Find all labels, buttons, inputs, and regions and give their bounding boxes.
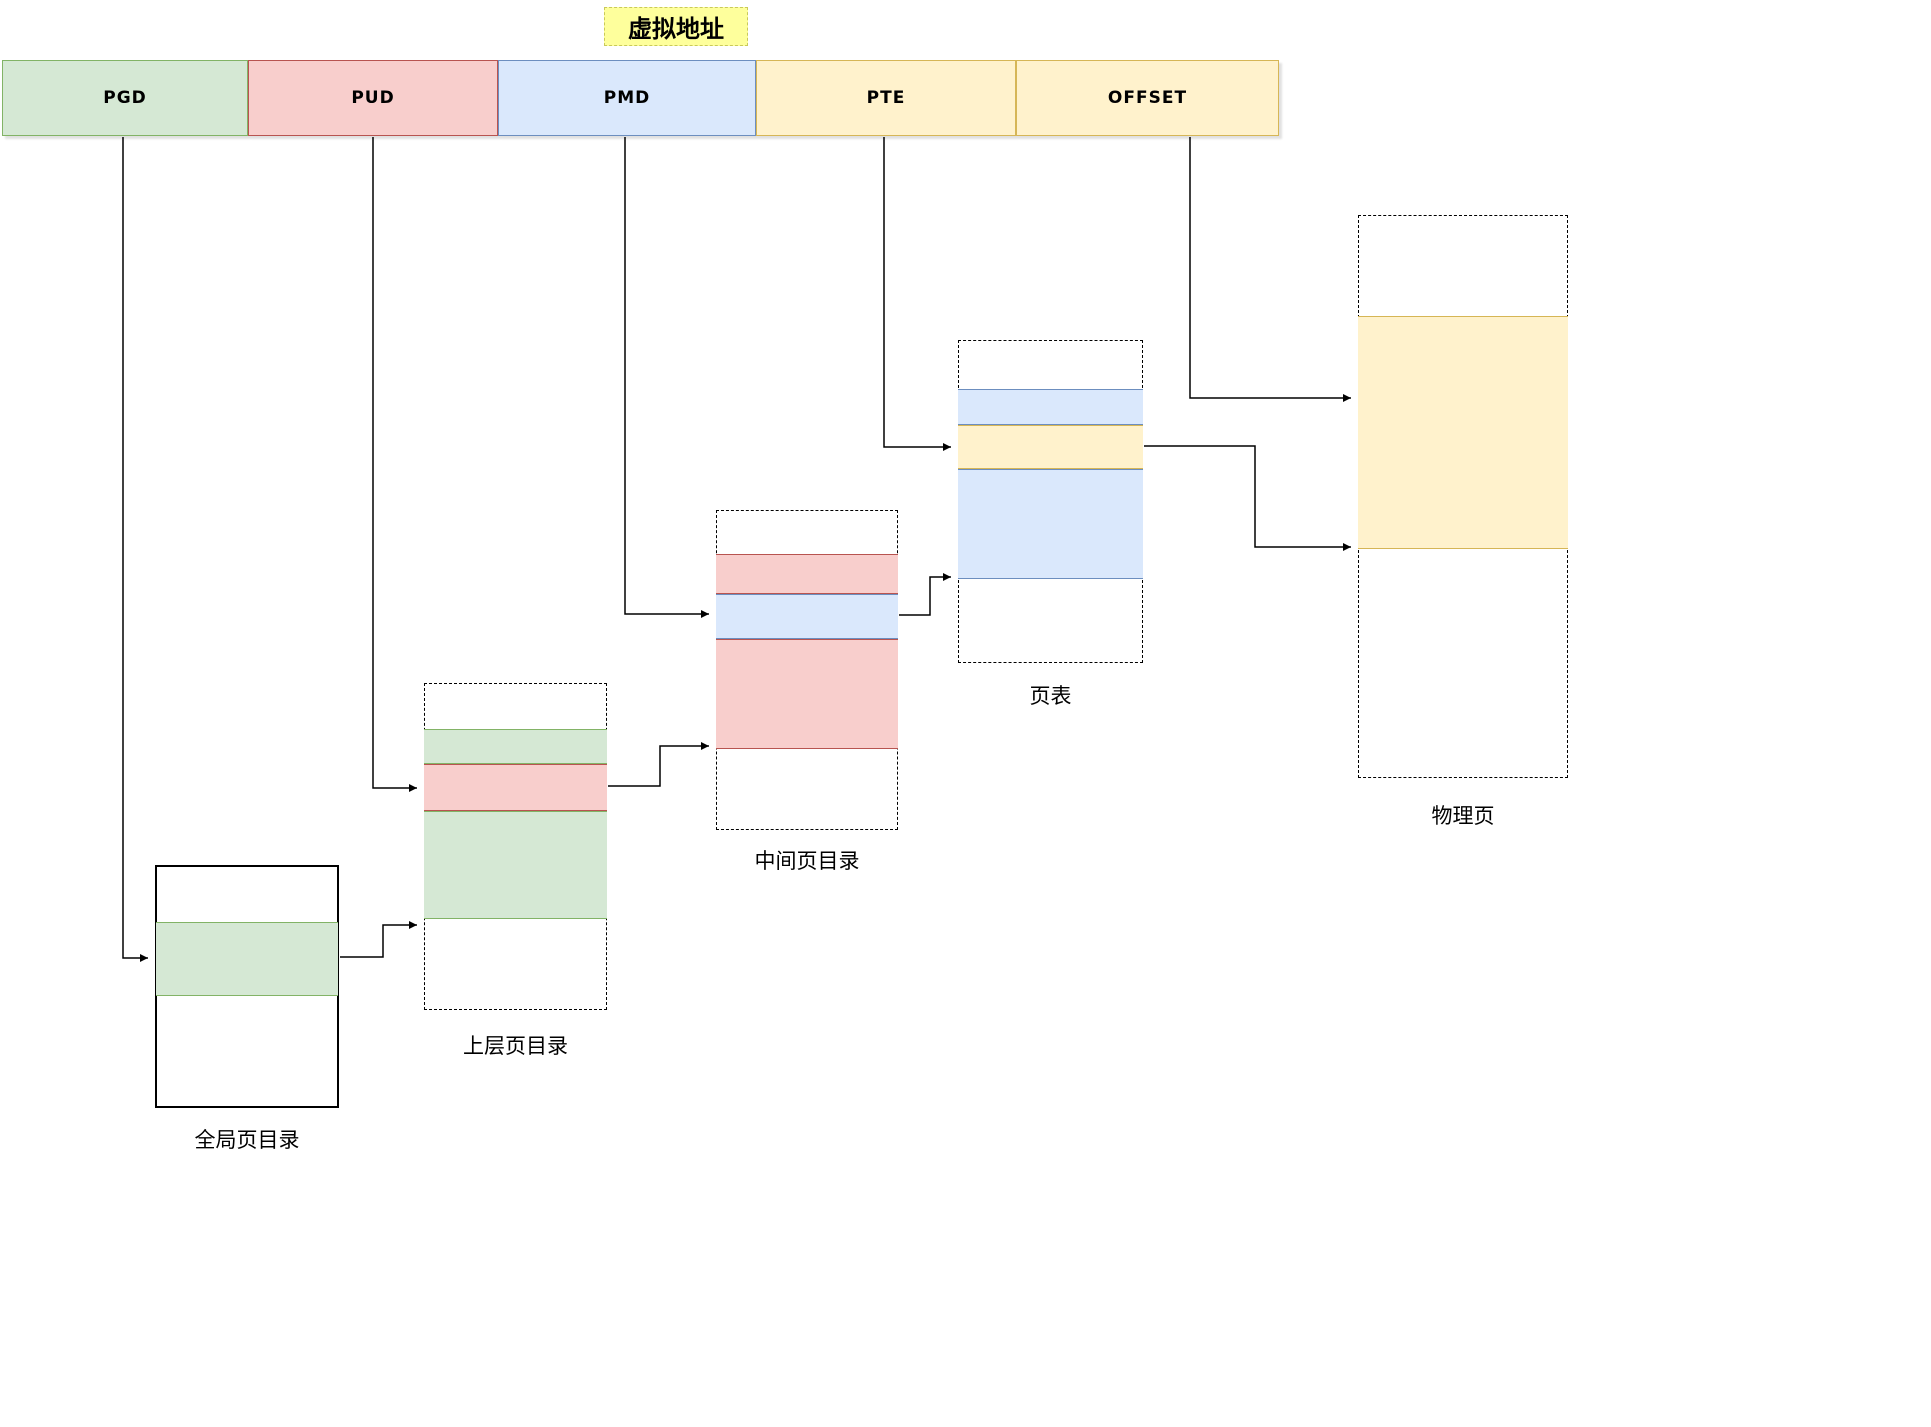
- arrow-pud-entry-to-pmd-table: [608, 742, 709, 787]
- diagram-title: 虚拟地址: [604, 7, 748, 46]
- address-segment-pgd: PGD: [2, 60, 248, 136]
- arrow-offset-to-physical-page: [1189, 137, 1351, 402]
- pte-table-entry-top: [958, 389, 1143, 425]
- pte-table: [958, 340, 1143, 663]
- arrow-pgd-entry-to-pud-table: [340, 921, 417, 958]
- pte-table-entry-block: [958, 469, 1143, 579]
- physical-page-box: [1358, 215, 1568, 778]
- pmd-table-entry-top: [716, 554, 898, 594]
- address-segment-pte: PTE: [756, 60, 1016, 136]
- arrow-pgd-to-pgd-table: [122, 137, 148, 962]
- address-segment-offset: OFFSET: [1016, 60, 1279, 136]
- pud-table: [424, 683, 607, 1010]
- arrow-pte-entry-to-physical-page: [1144, 445, 1351, 551]
- arrow-pud-to-pud-table: [372, 137, 417, 792]
- address-segment-pud: PUD: [248, 60, 498, 136]
- arrow-pte-to-pte-table: [883, 137, 951, 451]
- pmd-table-label: 中间页目录: [754, 849, 860, 873]
- pmd-table-selected-entry: [716, 594, 898, 639]
- arrow-pmd-to-pmd-table: [624, 137, 709, 618]
- pud-table-selected-entry: [424, 764, 607, 811]
- arrow-pmd-entry-to-pte-table: [899, 573, 951, 616]
- pud-table-label: 上层页目录: [463, 1034, 568, 1058]
- pgd-table: [155, 865, 339, 1108]
- pmd-table-entry-block: [716, 639, 898, 749]
- pgd-table-label: 全局页目录: [194, 1128, 300, 1152]
- pud-table-entry-block: [424, 811, 607, 919]
- address-segment-pmd: PMD: [498, 60, 756, 136]
- pud-table-entry-top: [424, 729, 607, 764]
- physical-page-frame: [1358, 316, 1568, 549]
- pte-table-label: 页表: [1029, 684, 1072, 708]
- pmd-table: [716, 510, 898, 830]
- pte-table-selected-entry: [958, 425, 1143, 469]
- pgd-table-selected-entry: [156, 922, 338, 996]
- physical-page-label: 物理页: [1431, 804, 1495, 828]
